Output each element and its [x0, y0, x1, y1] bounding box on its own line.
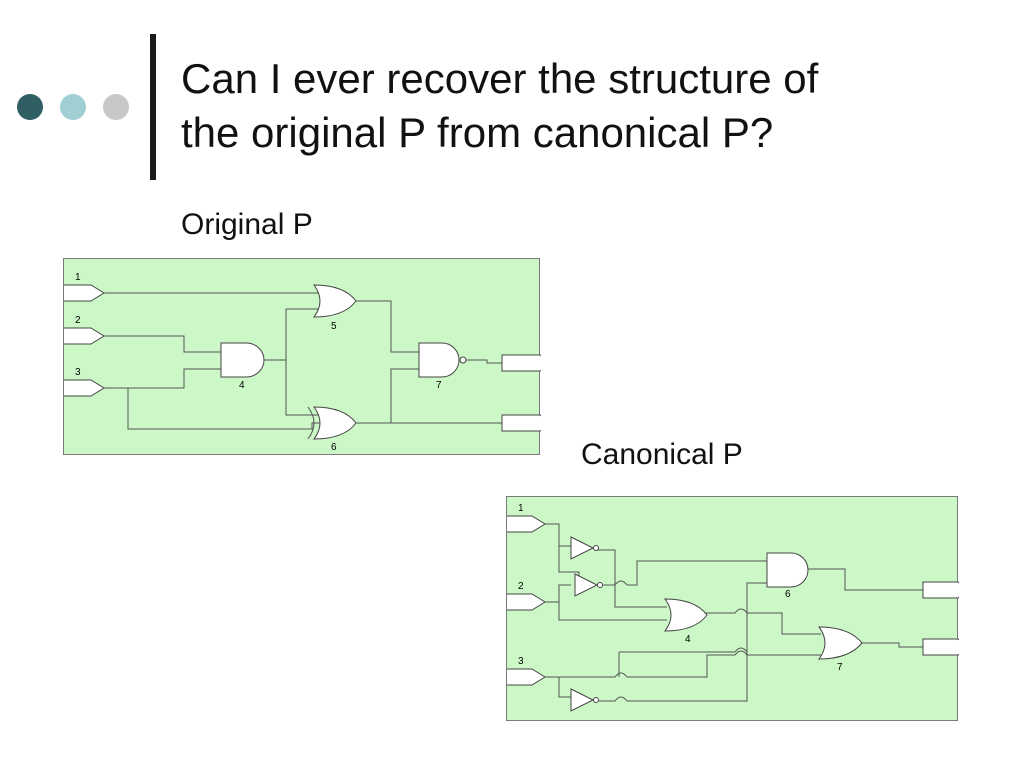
wire-not1-to-gate4 — [597, 549, 667, 608]
original-circuit-svg: 1 2 3 4 5 6 7 — [64, 272, 541, 453]
xor-gate-6-curve — [307, 406, 315, 440]
input-label-1: 1 — [75, 272, 81, 283]
original-diagram-label: Original P — [181, 208, 313, 241]
wire-in3-to-gate4 — [104, 368, 221, 389]
wire-gate7-to-output1 — [466, 359, 502, 364]
or-gate-7 — [818, 626, 863, 660]
not-gate-3-bubble — [593, 697, 599, 703]
wire-gate6-to-output1 — [807, 568, 923, 591]
gate-label-6: 6 — [331, 442, 337, 453]
canonical-circuit-panel: 1 2 3 4 6 7 — [506, 496, 959, 721]
and-gate-4 — [220, 342, 265, 378]
wire-in3-to-not3 — [545, 676, 571, 698]
not-gate-1-bubble — [593, 545, 599, 551]
wire-extra-cross — [619, 647, 748, 653]
input-pin-3 — [64, 379, 105, 397]
wire-crossover-1 — [614, 580, 628, 586]
gate-label-7: 7 — [837, 662, 843, 673]
input-pin-3 — [507, 668, 546, 686]
gate-label-6: 6 — [785, 589, 791, 600]
bullet-dot-gray — [103, 94, 129, 120]
not-gate-3 — [570, 688, 595, 712]
input-label-1: 1 — [518, 503, 524, 514]
gate-label-4: 4 — [239, 380, 245, 391]
wire-gate6-to-gate7 — [390, 368, 419, 423]
not-gate-2-bubble — [597, 582, 603, 588]
canonical-diagram-label: Canonical P — [581, 438, 743, 471]
slide-title-line1: Can I ever recover the structure of — [181, 55, 819, 102]
wire-in3-to-gate6 — [127, 388, 320, 430]
wire-gate4-to-gate7 — [705, 608, 821, 635]
wire-not2-to-gate6 — [627, 560, 767, 586]
or-gate-5 — [313, 284, 357, 318]
wire-gate5-to-gate7 — [356, 300, 419, 353]
gate-label-7: 7 — [436, 380, 442, 391]
input-pin-1 — [64, 284, 105, 302]
input-label-2: 2 — [75, 315, 81, 326]
not-gate-1 — [570, 536, 595, 560]
not-gate-2 — [574, 573, 599, 597]
wire-in2-to-gate4 — [104, 335, 221, 353]
wire-gate7-to-output2 — [862, 642, 923, 648]
slide-title: Can I ever recover the structure of the … — [181, 52, 1001, 160]
gate-label-4: 4 — [685, 634, 691, 645]
input-pin-2 — [64, 327, 105, 345]
input-label-3: 3 — [518, 656, 524, 667]
output-pin-1 — [922, 581, 959, 599]
bullet-dot-light-teal — [60, 94, 86, 120]
nand-gate-7 — [418, 342, 460, 378]
input-label-3: 3 — [75, 367, 81, 378]
input-label-2: 2 — [518, 581, 524, 592]
nand-gate-7-bubble — [459, 356, 467, 364]
wire-gate4-bus — [285, 309, 319, 416]
wire-in3-to-gate7 — [559, 650, 821, 678]
bullet-dot-dark — [17, 94, 43, 120]
input-pin-1 — [507, 515, 546, 533]
xor-gate-6 — [313, 406, 357, 440]
title-divider — [150, 34, 156, 180]
wire-in2-to-not2 — [545, 584, 571, 603]
and-gate-6 — [766, 552, 809, 588]
canonical-circuit-svg: 1 2 3 4 6 7 — [507, 503, 959, 712]
output-pin-1 — [501, 354, 541, 372]
output-pin-2 — [501, 414, 541, 432]
original-circuit-panel: 1 2 3 4 5 6 7 — [63, 258, 541, 455]
or-gate-4 — [664, 598, 708, 632]
input-pin-2 — [507, 593, 546, 611]
wire-in2-to-gate4 — [558, 602, 667, 621]
wire-in1-to-not1 — [545, 523, 571, 547]
output-pin-2 — [922, 638, 959, 656]
gate-label-5: 5 — [331, 321, 337, 332]
slide-title-line2: the original P from canonical P? — [181, 109, 774, 156]
wire-not3-to-gate6 — [599, 582, 767, 702]
